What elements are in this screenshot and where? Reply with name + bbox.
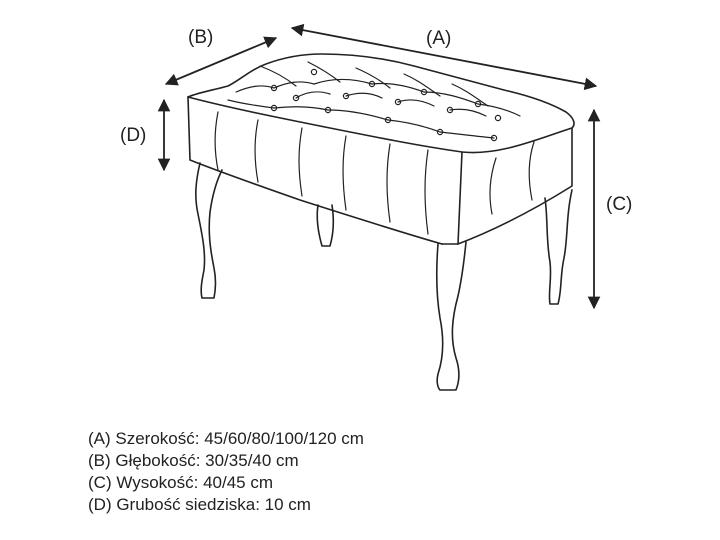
front-left-leg [195, 162, 223, 299]
dimension-label-d: (D) [120, 125, 146, 146]
dimension-label-b: (B) [188, 27, 213, 48]
back-left-leg [316, 204, 335, 247]
dimension-label-c: (C) [606, 194, 632, 215]
cushion-tufting [227, 61, 521, 139]
cushion-front-pleats [214, 111, 429, 235]
legend-item-height: (C) Wysokość: 40/45 cm [88, 473, 273, 492]
dimension-legend: (A) Szerokość: 45/60/80/100/120 cm (B) G… [88, 428, 364, 516]
dimension-label-a: (A) [426, 28, 451, 49]
back-right-leg [544, 189, 573, 305]
dimension-arrow-a [290, 23, 598, 91]
legend-item-depth: (B) Głębokość: 30/35/40 cm [88, 451, 299, 470]
front-right-leg [435, 241, 467, 391]
cushion-side-pleats [489, 141, 535, 215]
bench-cushion [187, 53, 575, 245]
legend-item-seat-thickness: (D) Grubość siedziska: 10 cm [88, 495, 311, 514]
legend-item-width: (A) Szerokość: 45/60/80/100/120 cm [88, 429, 364, 448]
dimension-arrow-b [164, 36, 278, 86]
